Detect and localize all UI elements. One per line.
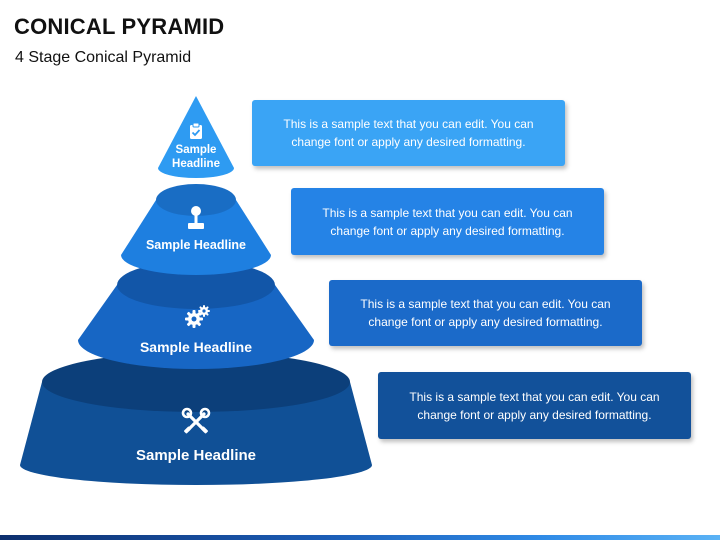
page-title: CONICAL PYRAMID	[14, 14, 225, 39]
tier-1-label: Sample Headline	[172, 144, 220, 171]
text-box-4[interactable]: This is a sample text that you can edit.…	[378, 372, 691, 439]
joystick-icon	[184, 204, 208, 232]
page-subtitle: 4 Stage Conical Pyramid	[15, 49, 192, 66]
tier-2-cone[interactable]	[121, 184, 271, 275]
text-box-3[interactable]: This is a sample text that you can edit.…	[329, 280, 642, 346]
gears-icon	[182, 302, 212, 332]
text-box-2[interactable]: This is a sample text that you can edit.…	[291, 188, 604, 255]
text-box-1[interactable]: This is a sample text that you can edit.…	[252, 100, 565, 166]
tier-3-label: Sample Headline	[139, 339, 253, 355]
tools-icon	[179, 405, 213, 439]
tier-2-label: Sample Headline	[145, 238, 247, 252]
tier-3-cone[interactable]	[78, 261, 314, 369]
clipboard-check-icon	[186, 121, 206, 141]
tier-4-cone[interactable]	[20, 352, 372, 485]
tier-4-label: Sample Headline	[135, 447, 257, 464]
footer-gradient-bar	[0, 535, 720, 540]
